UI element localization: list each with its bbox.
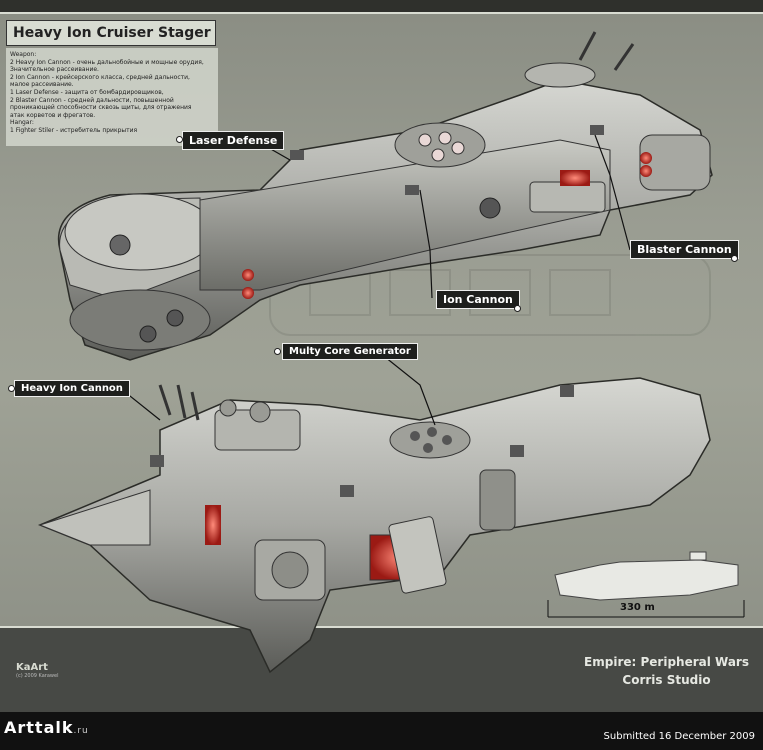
studio-credits: Empire: Peripheral Wars Corris Studio bbox=[584, 653, 749, 689]
top-band bbox=[0, 0, 763, 12]
spec-line: 2 Blaster Cannon - средней дальности, по… bbox=[10, 96, 174, 104]
spec-line: атак корветов и фрегатов. bbox=[10, 111, 96, 119]
callout-dot bbox=[731, 255, 738, 262]
callout-multy-core-generator: Multy Core Generator bbox=[282, 343, 418, 360]
submission-date: Submitted 16 December 2009 bbox=[603, 731, 755, 742]
top-ship bbox=[57, 31, 713, 361]
top-divider bbox=[0, 12, 763, 14]
callout-dot bbox=[274, 348, 281, 355]
scale-label: 330 m bbox=[620, 602, 655, 613]
spec-line: Hangar: bbox=[10, 119, 34, 127]
site-tld: .ru bbox=[73, 726, 89, 736]
callout-heavy-ion-cannon: Heavy Ion Cannon bbox=[14, 380, 130, 397]
bottom-band bbox=[0, 626, 763, 712]
callout-dot bbox=[514, 305, 521, 312]
bottom-divider bbox=[0, 626, 763, 628]
site-logo[interactable]: Arttalk.ru bbox=[4, 718, 89, 737]
artist-logo-text: KaArt bbox=[16, 662, 48, 673]
spec-line: проникающей способности сквозь щиты, для… bbox=[10, 104, 192, 112]
artist-logo-sub: (c) 2009 Karawel bbox=[16, 673, 59, 679]
spec-line: 1 Fighter Stiler - истребитель прикрытия bbox=[10, 126, 138, 134]
spec-line: малое рассеивание. bbox=[10, 81, 74, 89]
site-name: Arttalk bbox=[4, 718, 74, 737]
studio-line: Corris Studio bbox=[622, 673, 711, 687]
bottom-ship bbox=[38, 377, 711, 674]
artist-logo: KaArt (c) 2009 Karawel bbox=[16, 662, 58, 679]
site-footer bbox=[0, 712, 763, 750]
callout-dot bbox=[8, 385, 15, 392]
callout-laser-defense: Laser Defense bbox=[182, 131, 285, 150]
spec-line: 2 Ion Cannon - крейсерского класса, сред… bbox=[10, 73, 190, 81]
callout-dot bbox=[176, 136, 183, 143]
scale-silhouette bbox=[547, 551, 745, 618]
weapon-specs: Weapon: 2 Heavy Ion Cannon - очень дальн… bbox=[6, 48, 218, 146]
spec-line: Weapon: bbox=[10, 51, 37, 58]
page-title: Heavy Ion Cruiser Stager bbox=[6, 20, 216, 46]
spec-line: 1 Laser Defense - защита от бомбардировщ… bbox=[10, 88, 164, 96]
spec-line: Значительное рассеивание. bbox=[10, 66, 99, 74]
callout-blaster-cannon: Blaster Cannon bbox=[630, 240, 739, 259]
empire-line: Empire: Peripheral Wars bbox=[584, 655, 749, 669]
spec-line: 2 Heavy Ion Cannon - очень дальнобойные … bbox=[10, 58, 204, 66]
callout-ion-cannon: Ion Cannon bbox=[436, 290, 520, 309]
callout-leaders bbox=[124, 134, 631, 426]
